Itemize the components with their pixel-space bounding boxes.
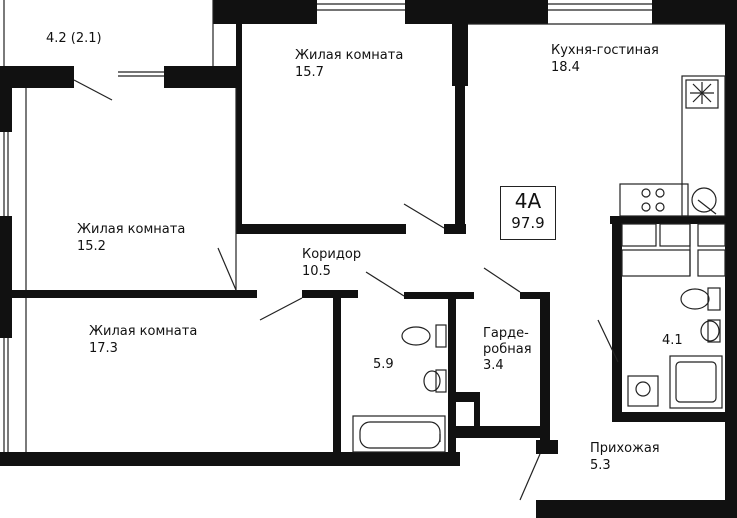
hallway-area: 5.3: [590, 458, 611, 473]
apartment-total-area: 97.9: [511, 214, 545, 232]
balcony-area: 4.2 (2.1): [46, 31, 102, 46]
wardrobe-area: 3.4: [483, 358, 504, 373]
bedroom1-name: Жилая комната: [295, 48, 404, 63]
wall-outlines: [3, 0, 726, 453]
wardrobe-name-line2: робная: [483, 342, 532, 357]
bedroom3-name: Жилая комната: [89, 324, 198, 339]
wardrobe-name-line1: Гарде-: [483, 326, 529, 341]
corridor-name: Коридор: [302, 247, 362, 262]
kitchen-name: Кухня-гостиная: [551, 43, 659, 58]
wc-area: 4.1: [662, 333, 683, 348]
bedroom3-area: 17.3: [89, 341, 118, 356]
bedroom2-name: Жилая комната: [77, 222, 186, 237]
bedroom1-area: 15.7: [295, 65, 324, 80]
bathroom-area: 5.9: [373, 357, 394, 372]
apartment-badge: 4A 97.9: [500, 186, 556, 240]
corridor-area: 10.5: [302, 264, 331, 279]
bedroom2-area: 15.2: [77, 239, 106, 254]
hallway-name: Прихожая: [590, 441, 660, 456]
apartment-type: 4A: [514, 189, 542, 213]
kitchen-area: 18.4: [551, 60, 580, 75]
door-swings: [73, 79, 717, 501]
